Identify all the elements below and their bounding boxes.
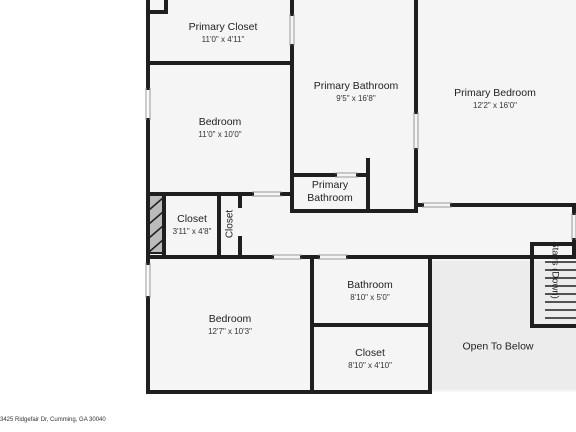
room-bedroom-upper: Bedroom 11'0" x 10'0" xyxy=(198,116,241,140)
room-name: Bedroom xyxy=(198,116,242,128)
room-name: Primary Bathroom xyxy=(313,80,399,92)
room-dims: 8'10" x 5'0" xyxy=(350,293,390,302)
room-name: Primary Bedroom xyxy=(454,87,536,99)
room-closet-lower: Closet 8'10" x 4'10" xyxy=(348,347,392,371)
room-dims: 3'11" x 4'8" xyxy=(172,227,212,236)
room-name: Closet xyxy=(177,213,207,225)
room-primary-bathroom-small: Primary Bathroom xyxy=(307,179,353,205)
open-to-below-label: Open To Below xyxy=(462,340,534,353)
window-marks xyxy=(145,14,576,298)
room-name: Primary Closet xyxy=(188,21,258,33)
address-footer: 3425 Ridgefair Dr, Cumming, GA 30040 xyxy=(0,417,106,423)
walls xyxy=(146,0,576,394)
room-dims: 12'7" x 10'3" xyxy=(208,327,252,336)
room-bedroom-lower: Bedroom 12'7" x 10'3" xyxy=(208,313,252,337)
room-name-line1: Primary xyxy=(311,179,349,191)
room-name: Bedroom xyxy=(208,313,252,325)
hatch-lines xyxy=(148,196,165,253)
room-dims: 8'10" x 4'10" xyxy=(348,361,392,370)
room-primary-bathroom: Primary Bathroom 9'5" x 16'8" xyxy=(314,80,399,104)
room-bathroom: Bathroom 8'10" x 5'0" xyxy=(347,279,393,303)
room-closet-small: Closet 3'11" x 4'8" xyxy=(173,213,212,237)
stair-treads xyxy=(545,261,576,319)
room-dims: 11'0" x 10'0" xyxy=(198,130,242,139)
room-closet-vertical: Closet xyxy=(224,209,236,239)
room-primary-closet: Primary Closet 11'0" x 4'11" xyxy=(189,21,258,45)
stairs-label: Stairs (Down) xyxy=(549,241,561,299)
room-dims: 11'0" x 4'11" xyxy=(201,35,245,44)
room-name: Closet xyxy=(355,347,385,359)
room-dims: 9'5" x 16'8" xyxy=(336,94,376,103)
room-dims: 12'2" x 16'0" xyxy=(473,101,517,110)
room-name-line2: Bathroom xyxy=(307,192,353,204)
room-name: Bathroom xyxy=(347,279,393,291)
room-primary-bedroom: Primary Bedroom 12'2" x 16'0" xyxy=(454,87,536,111)
